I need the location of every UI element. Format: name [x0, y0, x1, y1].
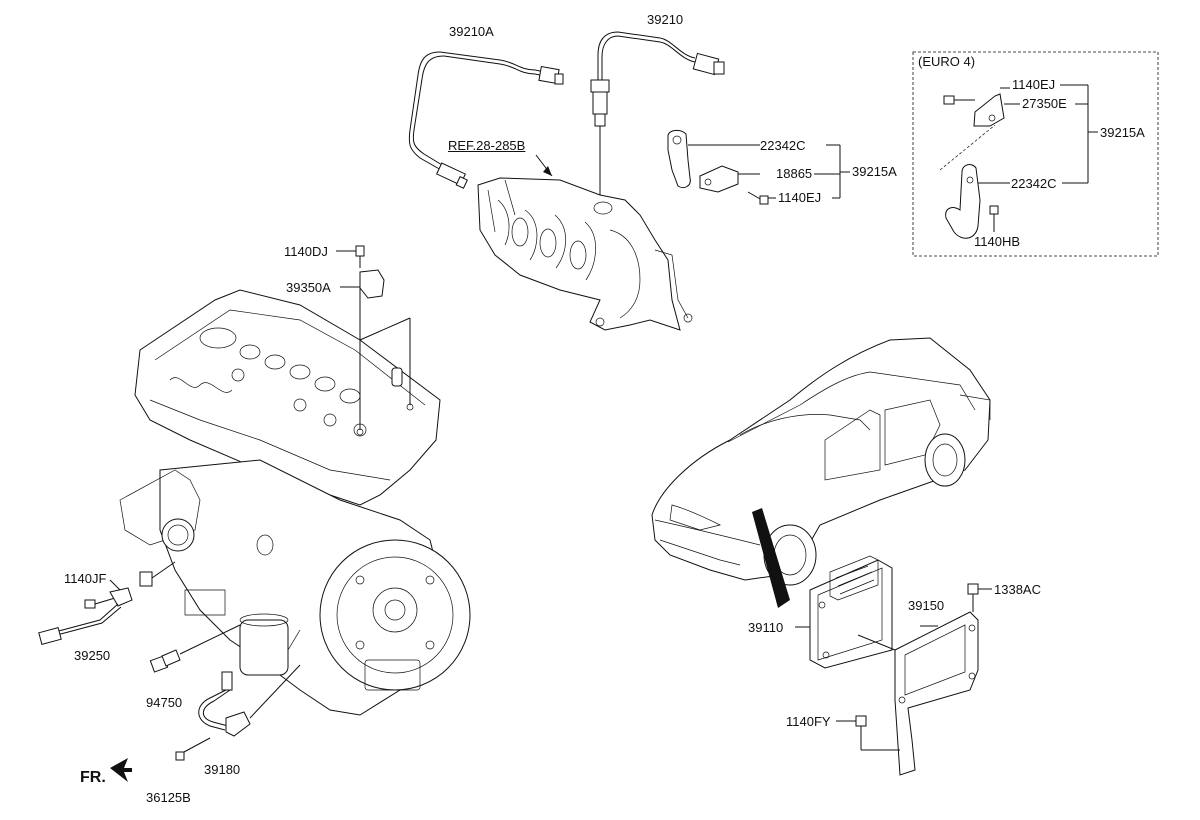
part-label-1140JF: 1140JF — [64, 571, 107, 586]
part-label-39350A: 39350A — [286, 280, 331, 295]
part-label-27350E: 27350E — [1022, 96, 1067, 111]
ref-arrowhead — [543, 166, 552, 176]
part-label-39210: 39210 — [647, 12, 684, 27]
part-label-39215A-b: 39215A — [1100, 125, 1145, 140]
reference-label-28-285B: REF.28-285B — [448, 138, 526, 153]
part-label-1140EJ-b: 1140EJ — [1012, 77, 1056, 92]
heat-protector-bracket — [667, 129, 850, 205]
part-label-39110: 39110 — [748, 620, 784, 635]
part-label-22342C-b: 22342C — [1011, 176, 1057, 191]
part-label-1140EJ-a: 1140EJ — [778, 190, 822, 205]
part-label-94750: 94750 — [146, 695, 183, 710]
vehicle-illustration — [651, 337, 991, 608]
part-label-1140DJ: 1140DJ — [284, 244, 328, 259]
part-label-39210A: 39210A — [449, 24, 494, 39]
part-label-39150: 39150 — [908, 598, 945, 613]
part-label-39250: 39250 — [74, 648, 111, 663]
part-label-1140HB: 1140HB — [974, 234, 1021, 249]
part-label-22342C-a: 22342C — [760, 138, 806, 153]
oil-pressure-switch — [149, 624, 241, 673]
part-label-1140FY: 1140FY — [786, 714, 831, 729]
front-direction-label: FR. — [80, 769, 106, 786]
map-sensor-group — [336, 245, 414, 436]
oxygen-sensor-rear — [590, 31, 725, 200]
part-label-39180: 39180 — [204, 762, 241, 777]
ecu-bracket — [836, 583, 992, 776]
engine-assembly — [119, 289, 471, 716]
oxygen-sensor-front — [408, 51, 564, 189]
part-label-36125B: 36125B — [146, 790, 191, 805]
euro4-box-title: (EURO 4) — [918, 54, 976, 69]
euro4-bracket-group — [939, 84, 1098, 239]
cam-position-sensor — [175, 664, 301, 761]
exhaust-manifold — [477, 177, 693, 331]
part-label-18865: 18865 — [776, 166, 813, 181]
front-arrow-icon — [110, 758, 132, 782]
euro4-dashed-box — [912, 51, 1159, 257]
part-label-39215A-a: 39215A — [852, 164, 897, 179]
knock-sensor-group — [38, 561, 176, 645]
part-label-1338AC: 1338AC — [994, 582, 1041, 597]
